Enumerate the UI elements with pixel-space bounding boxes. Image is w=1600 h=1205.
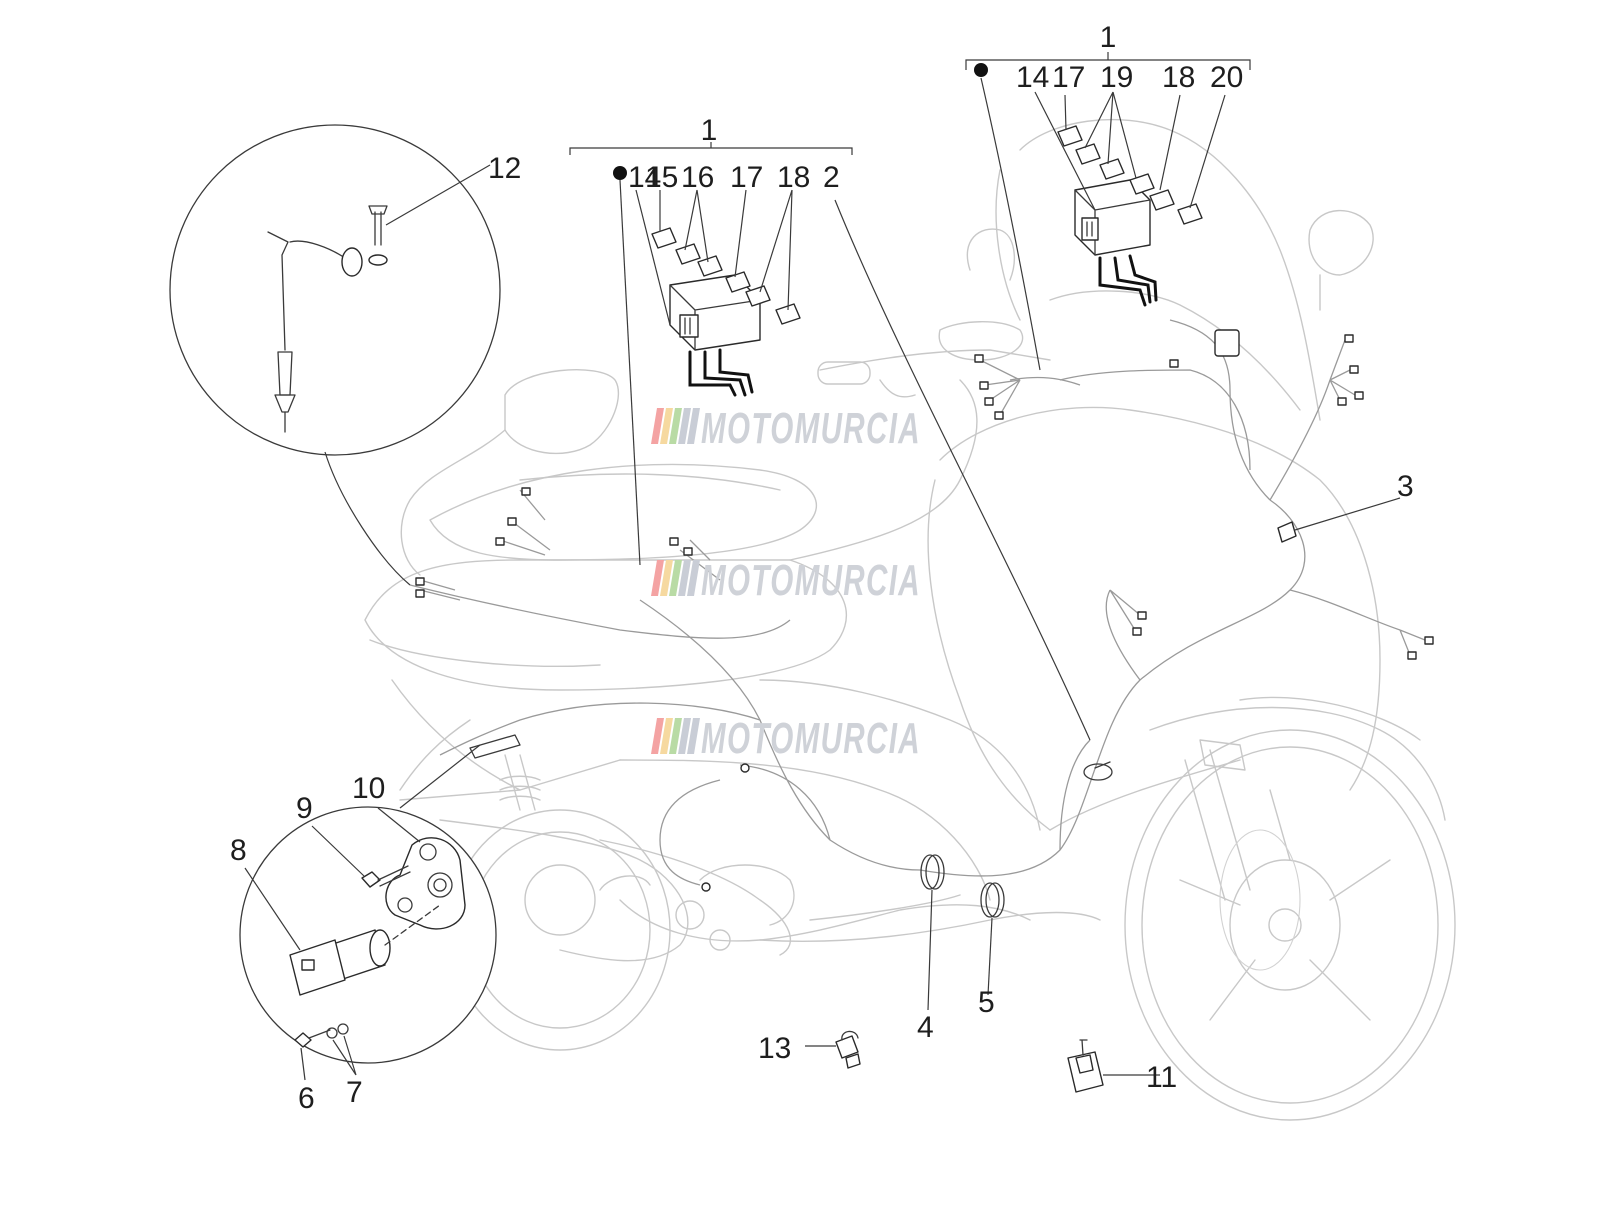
- callout-17-right: 17: [1052, 61, 1085, 94]
- fuse-box-right: [965, 52, 1251, 371]
- callout-10: 10: [352, 772, 385, 805]
- callout-17-left: 17: [730, 161, 763, 194]
- loose-parts: [805, 1030, 1160, 1093]
- callout-7: 7: [346, 1076, 363, 1109]
- fuse-box-left: [569, 142, 1091, 741]
- callout-2: 2: [823, 161, 840, 194]
- callout-18-left: 18: [777, 161, 810, 194]
- watermark-stripe: [678, 560, 691, 596]
- callout-6: 6: [298, 1082, 315, 1115]
- cable-clamps: [920, 497, 1401, 1011]
- watermark-text: MOTOMURCIA: [701, 556, 921, 605]
- watermark-stripe: [669, 718, 682, 754]
- callout-14-right: 14: [1016, 61, 1049, 94]
- watermark-instance: MOTOMURCIA: [651, 404, 921, 453]
- detail-leaders: [244, 807, 421, 1081]
- callout-5: 5: [978, 986, 995, 1019]
- callout-16-left: 16: [681, 161, 714, 194]
- callout-20-right: 20: [1210, 61, 1243, 94]
- watermark: MOTOMURCIA MOTOMURCIA MOTOMURCIA: [651, 404, 921, 763]
- watermark-stripe: [660, 718, 673, 754]
- callout-4: 4: [917, 1011, 934, 1044]
- watermark-stripe: [651, 560, 664, 596]
- callout-19-right: 19: [1100, 61, 1133, 94]
- watermark-stripe: [678, 718, 691, 754]
- callout-8: 8: [230, 834, 247, 867]
- callout-9: 9: [296, 792, 313, 825]
- watermark-stripe: [687, 718, 700, 754]
- callout-11: 11: [1146, 1061, 1177, 1094]
- callout-1-right: 1: [1100, 21, 1117, 54]
- callout-14-left: 14: [628, 161, 661, 194]
- callout-1-left: 1: [701, 114, 718, 147]
- watermark-text: MOTOMURCIA: [701, 404, 921, 453]
- watermark-instance: MOTOMURCIA: [651, 714, 921, 763]
- scooter-outline: [364, 118, 1456, 1121]
- watermark-stripe: [660, 560, 673, 596]
- detail-ground-cable: [169, 124, 501, 586]
- callout-15-left: 15: [645, 161, 678, 194]
- watermark-stripe: [669, 560, 682, 596]
- callout-18-right: 18: [1162, 61, 1195, 94]
- watermark-stripe: [651, 718, 664, 754]
- callout-labels: 1 1 14 15 16 17 18 2 14 17 19 18 20 3 4 …: [230, 21, 1414, 1115]
- watermark-stripe: [669, 408, 682, 444]
- watermark-stripe: [678, 408, 691, 444]
- callout-13: 13: [758, 1032, 791, 1065]
- watermark-stripe: [660, 408, 673, 444]
- watermark-stripe: [687, 560, 700, 596]
- watermark-stripe: [687, 408, 700, 444]
- detail-sensor-bracket: [239, 744, 497, 1064]
- callout-3: 3: [1397, 470, 1414, 503]
- watermark-instance: MOTOMURCIA: [651, 556, 921, 605]
- callout-12: 12: [488, 152, 521, 185]
- main-wiring-harness: [409, 319, 1434, 892]
- watermark-text: MOTOMURCIA: [701, 714, 921, 763]
- watermark-stripe: [651, 408, 664, 444]
